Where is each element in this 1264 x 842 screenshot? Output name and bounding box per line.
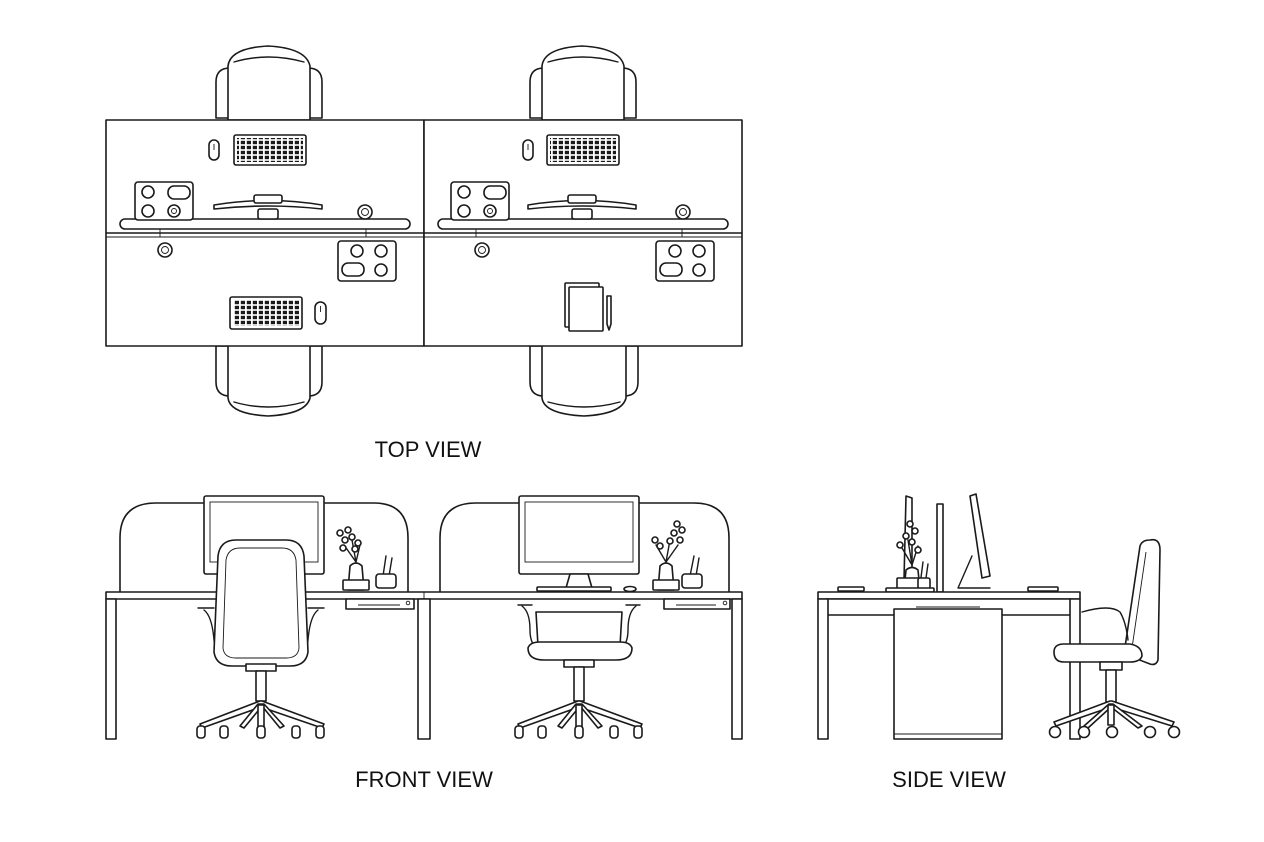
top-grommet-2 [675,204,691,220]
front-keyboard [536,586,612,592]
top-monitor-1 [213,194,323,220]
side-pedestal [893,608,1003,740]
top-chair-2 [529,45,637,121]
top-grommet-4 [474,242,490,258]
side-keyboard-2 [1027,586,1059,592]
top-view-label: TOP VIEW [375,437,482,462]
top-monitor-2 [527,194,637,220]
front-plant-2 [651,520,686,591]
side-plant [896,520,931,591]
front-plant-1 [336,526,370,591]
top-accessory-tray-3 [337,240,397,282]
top-chair-3 [215,343,323,417]
front-chair-1 [196,539,325,739]
side-leg-1 [817,598,829,740]
front-leg-1 [105,598,117,740]
side-desktop [817,591,1081,600]
top-chair-1 [215,45,323,121]
side-view [817,493,1181,740]
top-grommet-1 [357,204,373,220]
top-accessory-tray-1 [134,181,194,221]
top-mouse-3 [314,301,327,325]
top-keyboard-1 [233,134,307,166]
front-drawer-1 [345,598,415,610]
side-monitor-2 [957,493,991,589]
front-monitor-2 [518,495,640,589]
top-chair-4 [529,343,639,417]
front-leg-2 [417,598,431,740]
top-accessory-tray-4 [655,240,715,282]
top-mouse-2 [522,139,534,161]
front-leg-3 [731,598,743,740]
front-mouse [623,585,637,593]
top-grommet-3 [157,242,173,258]
front-view [105,495,743,740]
front-view-label: FRONT VIEW [355,767,493,792]
front-chair-2 [514,604,643,739]
top-keyboard-2 [546,134,620,166]
side-view-label: SIDE VIEW [892,767,1006,792]
side-leg-2 [1069,598,1081,740]
side-divider [936,503,944,593]
front-drawer-2 [663,598,731,610]
top-keyboard-3 [229,296,303,330]
top-papers [564,282,612,332]
top-mouse-1 [208,139,220,161]
top-view [105,45,743,417]
front-pen-holder-2 [681,555,703,589]
front-pen-holder-1 [375,555,397,589]
side-keyboard-1 [837,586,865,592]
side-chair [1048,538,1181,739]
top-accessory-tray-2 [450,181,510,221]
